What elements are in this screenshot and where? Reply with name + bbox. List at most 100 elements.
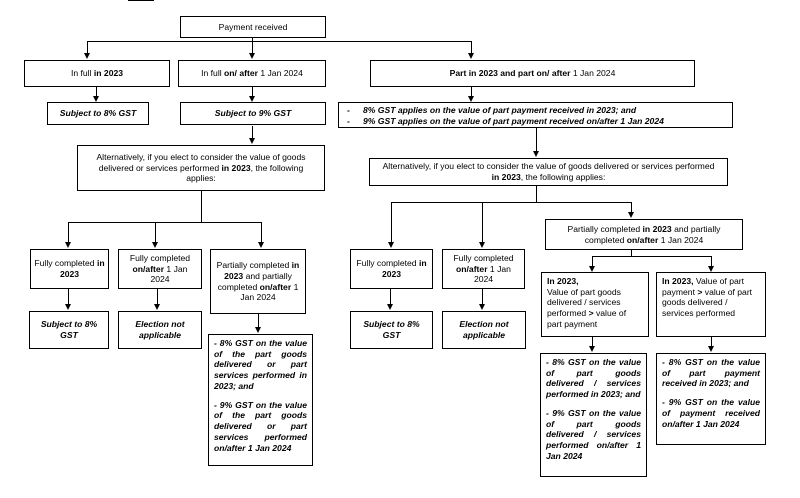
connector xyxy=(631,202,632,213)
alternatively-left-box: Alternatively, if you elect to consider … xyxy=(77,145,325,191)
fully-completed-after-left-box: Fully completed on/after 1 Jan 2024 xyxy=(118,249,202,289)
rule-text: - 8% GST on the value of part payment re… xyxy=(662,357,760,389)
subject-8-gst-box: Subject to 8% GST xyxy=(47,102,149,125)
case-goods-exceed-payment-box: In 2023, Value of part goods delivered /… xyxy=(541,272,649,337)
text-part: and partially completed xyxy=(584,223,721,245)
box-text: Subject to 9% GST xyxy=(214,108,292,119)
arrow-head xyxy=(468,53,474,59)
spacer xyxy=(546,400,641,408)
arrow-head xyxy=(93,96,99,102)
connector xyxy=(592,256,593,267)
rule-text: - 8% GST on the value of the part goods … xyxy=(214,338,307,391)
fully-completed-2023-right-box: Fully completed in 2023 xyxy=(350,249,433,289)
box-text: Election not applicable xyxy=(459,319,509,340)
alternatively-right-box: Alternatively, if you elect to consider … xyxy=(369,158,728,186)
connector xyxy=(536,185,537,202)
text-part: Alternatively, if you elect to consider … xyxy=(382,161,715,172)
box-text: Alternatively, if you elect to consider … xyxy=(84,152,318,184)
connector xyxy=(261,222,262,242)
arrow-head xyxy=(152,242,158,248)
text-part: Partially completed xyxy=(567,223,643,234)
connector xyxy=(252,86,253,96)
rule-line-2: - 9% GST applies on the value of part pa… xyxy=(347,116,732,127)
text-bold: In 2023, xyxy=(547,276,579,286)
arrow-head xyxy=(249,138,255,144)
text-part: In full xyxy=(70,68,94,79)
text-bold: In 2023, xyxy=(662,276,694,286)
arrow-head xyxy=(708,266,714,272)
rule-text: 8% GST applies on the value of part paym… xyxy=(363,105,637,115)
text-part: value of part goods delivered / services… xyxy=(662,286,753,319)
text-bold: on/after xyxy=(456,263,488,274)
text-part: 1 Jan 2024 xyxy=(257,68,303,79)
connector xyxy=(68,288,69,304)
box-text: Fully completed on/after 1 Jan 2024 xyxy=(122,253,198,285)
subject-8-gst-right-box: Subject to 8% GST xyxy=(350,311,433,349)
text-bold: in 2023 xyxy=(221,162,251,173)
text-bold: in 2023 xyxy=(224,260,300,281)
arrow-head xyxy=(708,346,714,352)
part-payment-rules-box: - 8% GST applies on the value of part pa… xyxy=(338,102,733,128)
greater-than: > xyxy=(588,308,594,319)
case-b-rules-box: - 8% GST on the value of part payment re… xyxy=(656,353,766,445)
spacer xyxy=(662,389,760,397)
text-bold: on/after xyxy=(259,281,292,292)
text-part: value of part payment xyxy=(547,308,627,329)
connector xyxy=(471,41,472,54)
box-text: Alternatively, if you elect to consider … xyxy=(380,161,717,182)
connector xyxy=(87,41,472,42)
arrow-head xyxy=(65,304,71,310)
arrow-head xyxy=(479,304,485,310)
left-partial-rules-box: - 8% GST on the value of the part goods … xyxy=(208,334,313,466)
arrow-head xyxy=(65,242,71,248)
connector xyxy=(711,336,712,346)
box-text: Partially completed in 2023 and partiall… xyxy=(215,260,301,303)
part-payment-box: Part in 2023 and part on/ after 1 Jan 20… xyxy=(370,60,695,87)
box-text: Subject to 8% GST xyxy=(59,108,137,119)
arrow-head xyxy=(258,242,264,248)
connector xyxy=(252,126,253,138)
text-bold: in 2023 xyxy=(381,258,427,279)
text-part: Value of part payment xyxy=(662,276,745,297)
spacer xyxy=(214,392,307,400)
connector xyxy=(252,37,253,41)
connector xyxy=(592,336,593,346)
subject-8-gst-left-box: Subject to 8% GST xyxy=(29,311,109,349)
connector xyxy=(252,41,253,54)
text-part: 1 Jan 2024 xyxy=(658,234,704,245)
connector xyxy=(157,288,158,304)
text-part: Alternatively, if you elect to consider … xyxy=(96,151,306,173)
box-text: Part in 2023 and part on/ after 1 Jan 20… xyxy=(450,68,616,79)
fully-completed-2023-left-box: Fully completed in 2023 xyxy=(30,249,109,289)
text-bold: in 2023 xyxy=(642,223,672,234)
rule-text: - 9% GST on the value of payment receive… xyxy=(662,397,760,429)
connector xyxy=(482,202,483,242)
text-part: Fully completed xyxy=(129,252,191,263)
arrow-head xyxy=(479,242,485,248)
text-part: Value of part goods delivered / services… xyxy=(547,286,621,319)
connector xyxy=(258,313,259,327)
text-bold: on/ after xyxy=(224,68,258,79)
connector xyxy=(711,256,712,267)
text-bold: in 2023 xyxy=(93,68,124,79)
election-not-applicable-right-box: Election not applicable xyxy=(442,311,526,349)
box-text: Election not applicable xyxy=(135,319,185,340)
connector xyxy=(391,202,392,242)
rule-line-1: - 8% GST applies on the value of part pa… xyxy=(347,105,732,116)
connector xyxy=(471,86,472,96)
arrow-head xyxy=(533,151,539,157)
in-full-2023-box: In full in 2023 xyxy=(24,60,170,87)
connector xyxy=(96,86,97,96)
arrow-head xyxy=(154,304,160,310)
connector xyxy=(592,256,712,257)
arrow-head xyxy=(84,53,90,59)
arrow-head xyxy=(249,53,255,59)
box-text: Subject to 8% GST xyxy=(363,319,420,340)
box-text: Subject to 8% GST xyxy=(40,319,98,340)
in-full-after-box: In full on/ after 1 Jan 2024 xyxy=(178,60,326,87)
cropped-top-underline xyxy=(128,0,154,1)
text-part: Fully completed xyxy=(34,258,97,269)
connector xyxy=(87,41,88,54)
text-bold: on/after xyxy=(132,263,165,274)
arrow-head xyxy=(628,212,634,218)
